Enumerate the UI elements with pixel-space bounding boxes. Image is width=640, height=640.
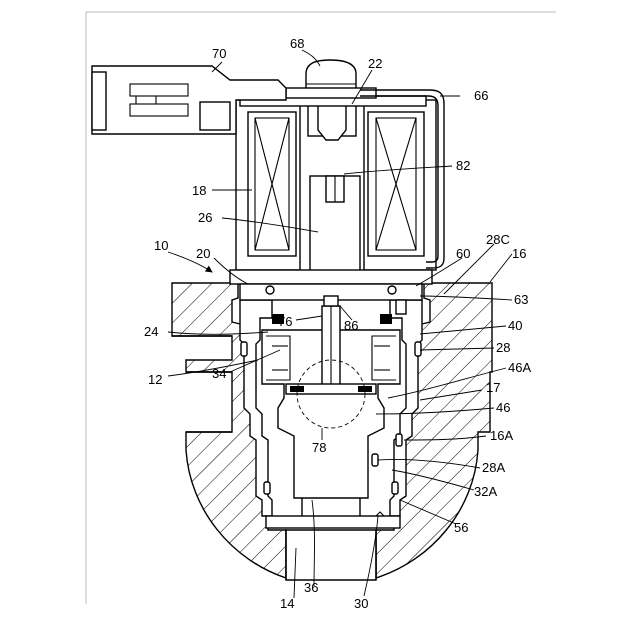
- ref-86: 86: [344, 318, 358, 333]
- ref-22: 22: [368, 56, 382, 71]
- ref-36: 36: [304, 580, 318, 595]
- ref-76: 76: [278, 314, 292, 329]
- ref-34: 34: [212, 366, 226, 381]
- ref-16: 16: [512, 246, 526, 261]
- valve-seat: [266, 498, 400, 528]
- ref-18: 18: [192, 183, 206, 198]
- ref-26: 26: [198, 210, 212, 225]
- ref-56: 56: [454, 520, 468, 535]
- coil-assembly: [230, 96, 436, 300]
- ref-16A: 16A: [490, 428, 513, 443]
- ref-60: 60: [456, 246, 470, 261]
- ref-78: 78: [312, 440, 326, 455]
- ref-46: 46: [496, 400, 510, 415]
- ref-30: 30: [354, 596, 368, 611]
- ref-28A: 28A: [482, 460, 505, 475]
- ref-12: 12: [148, 372, 162, 387]
- ref-10: 10: [154, 238, 168, 253]
- ref-14: 14: [280, 596, 294, 611]
- ref-46A: 46A: [508, 360, 531, 375]
- ref-24: 24: [144, 324, 158, 339]
- piston: [262, 306, 400, 498]
- ref-20: 20: [196, 246, 210, 261]
- ref-17: 17: [486, 380, 500, 395]
- ref-82: 82: [456, 158, 470, 173]
- ref-68: 68: [290, 36, 304, 51]
- ref-66: 66: [474, 88, 488, 103]
- ref-28C: 28C: [486, 232, 510, 247]
- ref-63: 63: [514, 292, 528, 307]
- ref-40: 40: [508, 318, 522, 333]
- ref-28: 28: [496, 340, 510, 355]
- ref-70: 70: [212, 46, 226, 61]
- ref-32A: 32A: [474, 484, 497, 499]
